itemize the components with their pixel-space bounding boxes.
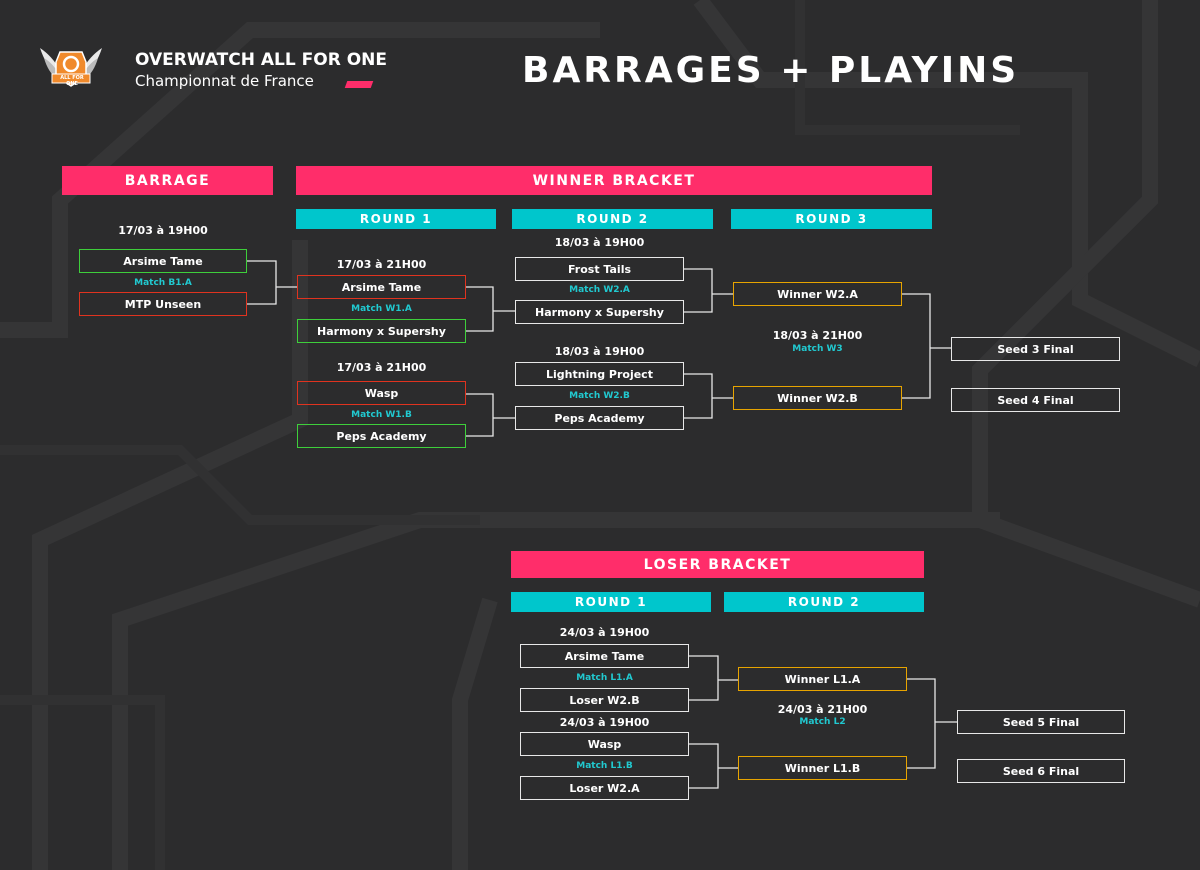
seed-4-final[interactable]: Seed 4 Final bbox=[951, 388, 1120, 412]
w1a-team-1[interactable]: Arsime Tame bbox=[297, 275, 466, 299]
w2b-date: 18/03 à 19H00 bbox=[554, 345, 645, 358]
w1a-match-label: Match W1.A bbox=[351, 304, 412, 314]
l1a-date: 24/03 à 19H00 bbox=[559, 626, 650, 639]
l2-team-1[interactable]: Winner L1.A bbox=[738, 667, 907, 691]
barrage-header: BARRAGE bbox=[62, 166, 273, 195]
brand-subtitle: Championnat de France bbox=[135, 72, 314, 90]
w1b-team-1[interactable]: Wasp bbox=[297, 381, 466, 405]
w2a-team-2[interactable]: Harmony x Supershy bbox=[515, 300, 684, 324]
barrage-match-label: Match B1.A bbox=[134, 278, 192, 288]
winner-round3-header: ROUND 3 bbox=[731, 209, 932, 229]
w3-team-1[interactable]: Winner W2.A bbox=[733, 282, 902, 306]
w2a-date: 18/03 à 19H00 bbox=[554, 236, 645, 249]
seed-6-final[interactable]: Seed 6 Final bbox=[957, 759, 1125, 783]
l2-match-label: Match L2 bbox=[799, 717, 846, 727]
l1a-team-1[interactable]: Arsime Tame bbox=[520, 644, 689, 668]
l1a-team-2[interactable]: Loser W2.B bbox=[520, 688, 689, 712]
w3-match-label: Match W3 bbox=[792, 344, 843, 354]
page-title: BARRAGES + PLAYINS bbox=[522, 50, 1020, 91]
l1b-match-label: Match L1.B bbox=[576, 761, 633, 771]
l1a-match-label: Match L1.A bbox=[576, 673, 633, 683]
seed-3-final[interactable]: Seed 3 Final bbox=[951, 337, 1120, 361]
winner-round1-header: ROUND 1 bbox=[296, 209, 496, 229]
seed-5-final[interactable]: Seed 5 Final bbox=[957, 710, 1125, 734]
barrage-team-1[interactable]: Arsime Tame bbox=[79, 249, 247, 273]
l1b-team-2[interactable]: Loser W2.A bbox=[520, 776, 689, 800]
l1b-date: 24/03 à 19H00 bbox=[559, 716, 650, 729]
barrage-date: 17/03 à 19H00 bbox=[118, 224, 208, 237]
w1b-team-2[interactable]: Peps Academy bbox=[297, 424, 466, 448]
w2b-team-1[interactable]: Lightning Project bbox=[515, 362, 684, 386]
loser-round2-header: ROUND 2 bbox=[724, 592, 924, 612]
winged-shield-icon bbox=[40, 48, 102, 87]
w1b-match-label: Match W1.B bbox=[351, 410, 412, 420]
w3-team-2[interactable]: Winner W2.B bbox=[733, 386, 902, 410]
logo-text: ALL FOR ONE bbox=[60, 75, 84, 87]
w1b-date: 17/03 à 21H00 bbox=[336, 361, 427, 374]
winner-round2-header: ROUND 2 bbox=[512, 209, 713, 229]
winner-bracket-header: WINNER BRACKET bbox=[296, 166, 932, 195]
brand-name: OVERWATCH ALL FOR ONE bbox=[135, 50, 388, 70]
w3-date: 18/03 à 21H00 bbox=[772, 329, 863, 342]
w2a-match-label: Match W2.A bbox=[569, 285, 630, 295]
brand-logo: ALL FOR ONE bbox=[38, 40, 104, 96]
w2b-team-2[interactable]: Peps Academy bbox=[515, 406, 684, 430]
l1b-team-1[interactable]: Wasp bbox=[520, 732, 689, 756]
l2-team-2[interactable]: Winner L1.B bbox=[738, 756, 907, 780]
w1a-date: 17/03 à 21H00 bbox=[336, 258, 427, 271]
w2a-team-1[interactable]: Frost Tails bbox=[515, 257, 684, 281]
loser-round1-header: ROUND 1 bbox=[511, 592, 711, 612]
loser-bracket-header: LOSER BRACKET bbox=[511, 551, 924, 578]
w2b-match-label: Match W2.B bbox=[569, 391, 630, 401]
w1a-team-2[interactable]: Harmony x Supershy bbox=[297, 319, 466, 343]
barrage-team-2[interactable]: MTP Unseen bbox=[79, 292, 247, 316]
l2-date: 24/03 à 21H00 bbox=[777, 703, 868, 716]
